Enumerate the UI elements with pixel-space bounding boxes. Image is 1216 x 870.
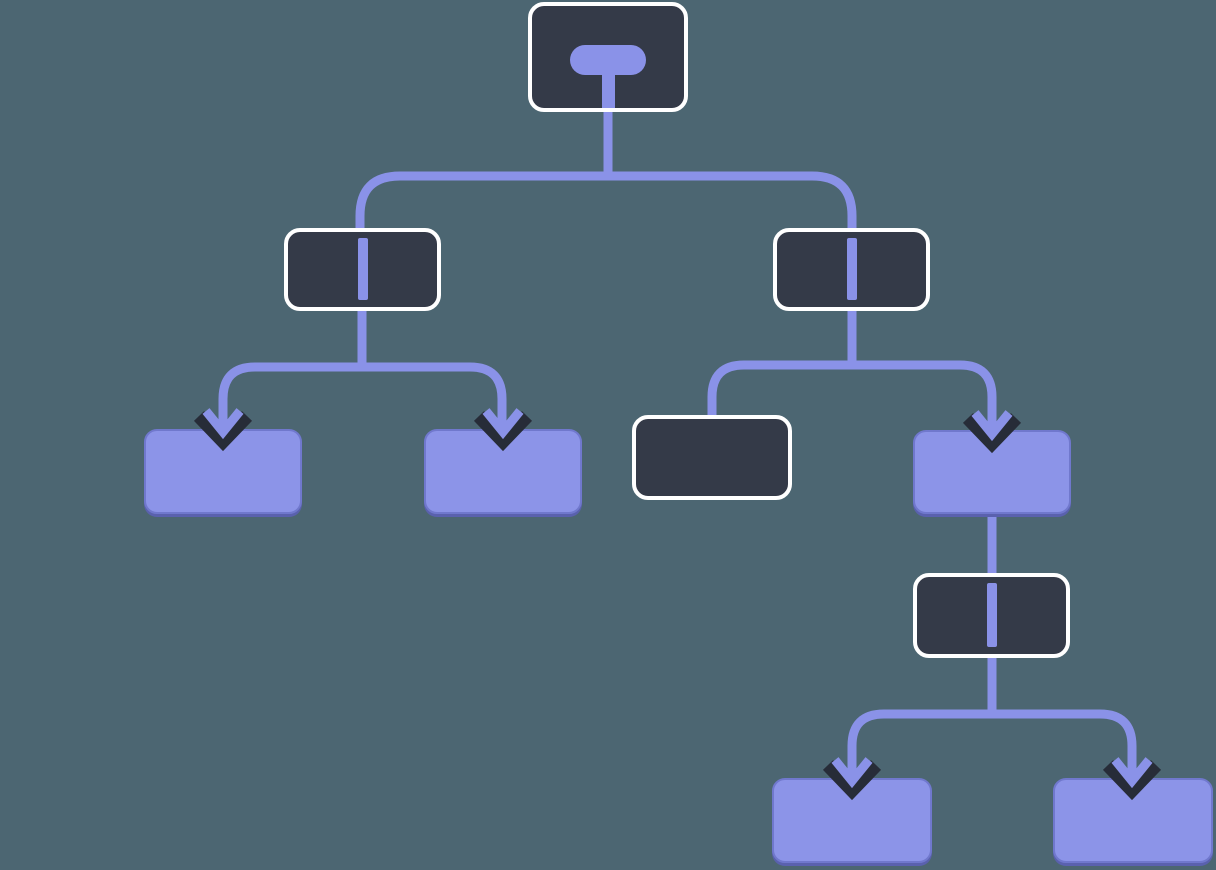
leaf-node-b (424, 429, 582, 514)
stem-glyph (601, 70, 615, 108)
root-node (528, 2, 688, 112)
leaf-node-d (772, 778, 932, 863)
leaf-node-e (1053, 778, 1213, 863)
dark-leaf-node (632, 415, 792, 500)
vertical-line-glyph (986, 583, 997, 647)
branch-node-bottom (913, 573, 1070, 658)
vertical-line-glyph (846, 238, 857, 300)
leaf-node-c (913, 430, 1071, 514)
vertical-line-glyph (357, 238, 368, 300)
branch-node-right (773, 228, 930, 311)
leaf-node-a (144, 429, 302, 514)
branch-node-left (284, 228, 441, 311)
